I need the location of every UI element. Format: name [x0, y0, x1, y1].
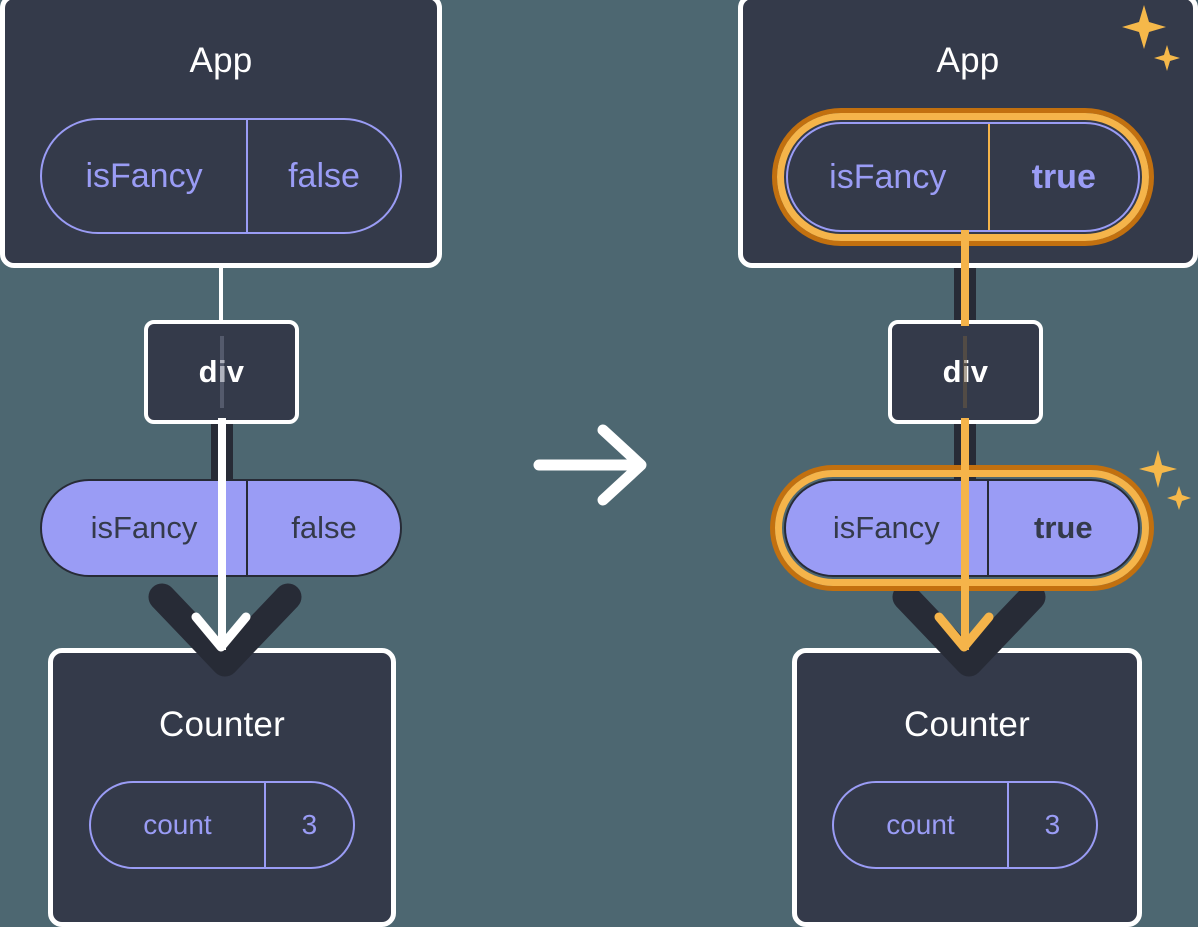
flow-line-lower	[218, 490, 226, 650]
after-state-panel: App isFancy true div isFancy true	[730, 0, 1198, 927]
counter-title: Counter	[159, 705, 285, 744]
app-title: App	[936, 41, 1000, 80]
props-value: false	[246, 481, 400, 575]
counter-state-key: count	[143, 809, 212, 840]
right-arrow-icon	[533, 424, 647, 506]
app-state-key: isFancy	[829, 157, 947, 196]
app-state-value: true	[987, 124, 1139, 230]
sparkle-icon	[1139, 450, 1191, 510]
flow-line-lower	[961, 490, 969, 650]
before-state-panel: App isFancy false div isFancy false	[0, 0, 450, 927]
div-inner-line	[963, 336, 967, 408]
props-key: isFancy	[90, 510, 198, 545]
counter-state-value: 3	[263, 783, 353, 867]
props-fan-arrow	[892, 583, 1046, 677]
props-value: true	[986, 481, 1138, 575]
counter-state-pill: count 3	[89, 781, 355, 869]
connector-app-to-div	[219, 262, 223, 324]
flow-line-top	[961, 230, 969, 326]
app-state-key: isFancy	[85, 156, 203, 195]
flow-arrow-head	[191, 612, 251, 652]
app-state-pill: isFancy false	[40, 118, 402, 234]
flow-arrow-head	[934, 612, 994, 652]
counter-state-value: 3	[1006, 783, 1096, 867]
flow-line-upper	[961, 418, 969, 490]
props-fan-arrow	[148, 583, 302, 677]
flow-line-upper	[218, 418, 226, 490]
div-inner-line	[220, 336, 224, 408]
counter-state-key: count	[886, 809, 955, 840]
counter-state-pill: count 3	[832, 781, 1098, 869]
props-key: isFancy	[832, 510, 940, 545]
app-state-pill: isFancy true	[786, 122, 1140, 232]
sparkle-icon	[1122, 5, 1180, 71]
app-state-value: false	[246, 120, 400, 232]
app-title: App	[189, 41, 253, 80]
counter-title: Counter	[904, 705, 1030, 744]
